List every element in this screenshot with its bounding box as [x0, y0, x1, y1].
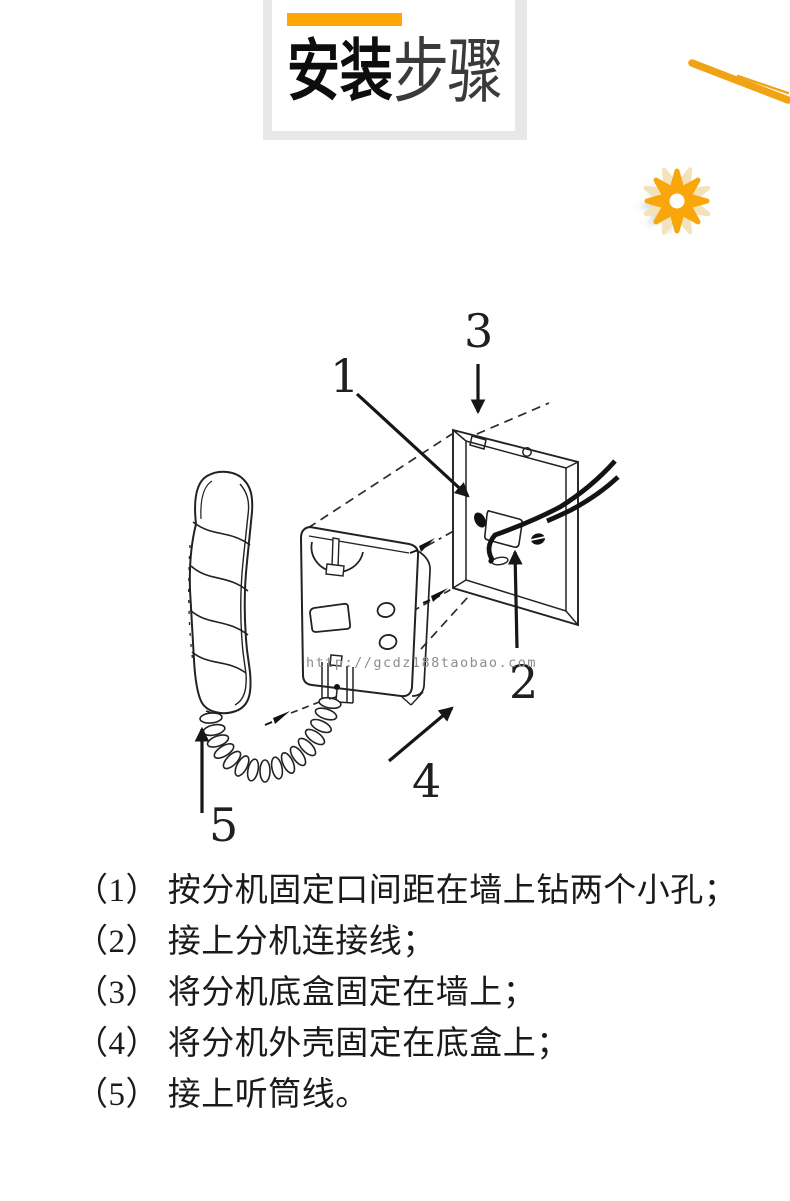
watermark-text: http://gcdz188taobao.com [306, 655, 537, 671]
instruction-item: （1） 按分机固定口间距在墙上钻两个小孔； [75, 873, 738, 909]
page-title: 安装步骤 [287, 33, 504, 112]
part-label-4: 4 [412, 754, 441, 808]
terminal-screw-left [474, 512, 486, 528]
wall-box-drawing [452, 428, 620, 627]
cord-bracket [321, 654, 354, 704]
phone-body-drawing [299, 525, 431, 706]
handset-stripes [189, 521, 251, 674]
flower-center [669, 193, 685, 209]
part-label-3: 3 [464, 304, 493, 358]
brush-stroke-icon [688, 59, 790, 104]
handset-drawing [188, 470, 254, 715]
instruction-item: （2） 接上分机连接线； [75, 924, 436, 960]
button-bottom [378, 634, 398, 650]
part-arrow-1 [355, 392, 470, 498]
part-arrows [194, 364, 523, 813]
mounting-hole-square [469, 435, 487, 450]
cable-hole [484, 510, 523, 548]
instruction-item: （4） 将分机外壳固定在底盒上； [75, 1026, 570, 1062]
part-label-5: 5 [209, 798, 238, 852]
flower-icon [638, 167, 711, 236]
mounting-hole-round [522, 447, 532, 457]
part-labels: 1 2 3 4 5 [209, 304, 538, 852]
instruction-item: （3） 将分机底盒固定在墙上； [75, 975, 537, 1011]
part-label-2: 2 [509, 655, 538, 709]
mounting-screws [264, 538, 448, 726]
display-window [309, 602, 352, 633]
page-title-bold: 安装 [287, 34, 393, 109]
cradle-hook [331, 537, 340, 569]
instruction-list: （1） 按分机固定口间距在墙上钻两个小孔； （2） 接上分机连接线； （3） 将… [75, 866, 765, 1121]
part-label-1: 1 [330, 349, 359, 403]
connection-wire [486, 459, 617, 563]
accent-bar [287, 13, 402, 26]
part-arrow-4 [387, 706, 454, 763]
part-arrow-2 [507, 549, 523, 649]
instruction-item: （5） 接上听筒线。 [75, 1077, 369, 1113]
button-top [376, 602, 396, 618]
coil-cord-drawing [199, 696, 342, 783]
page-title-light: 步骤 [392, 33, 504, 112]
connection-wire-2 [546, 475, 620, 524]
